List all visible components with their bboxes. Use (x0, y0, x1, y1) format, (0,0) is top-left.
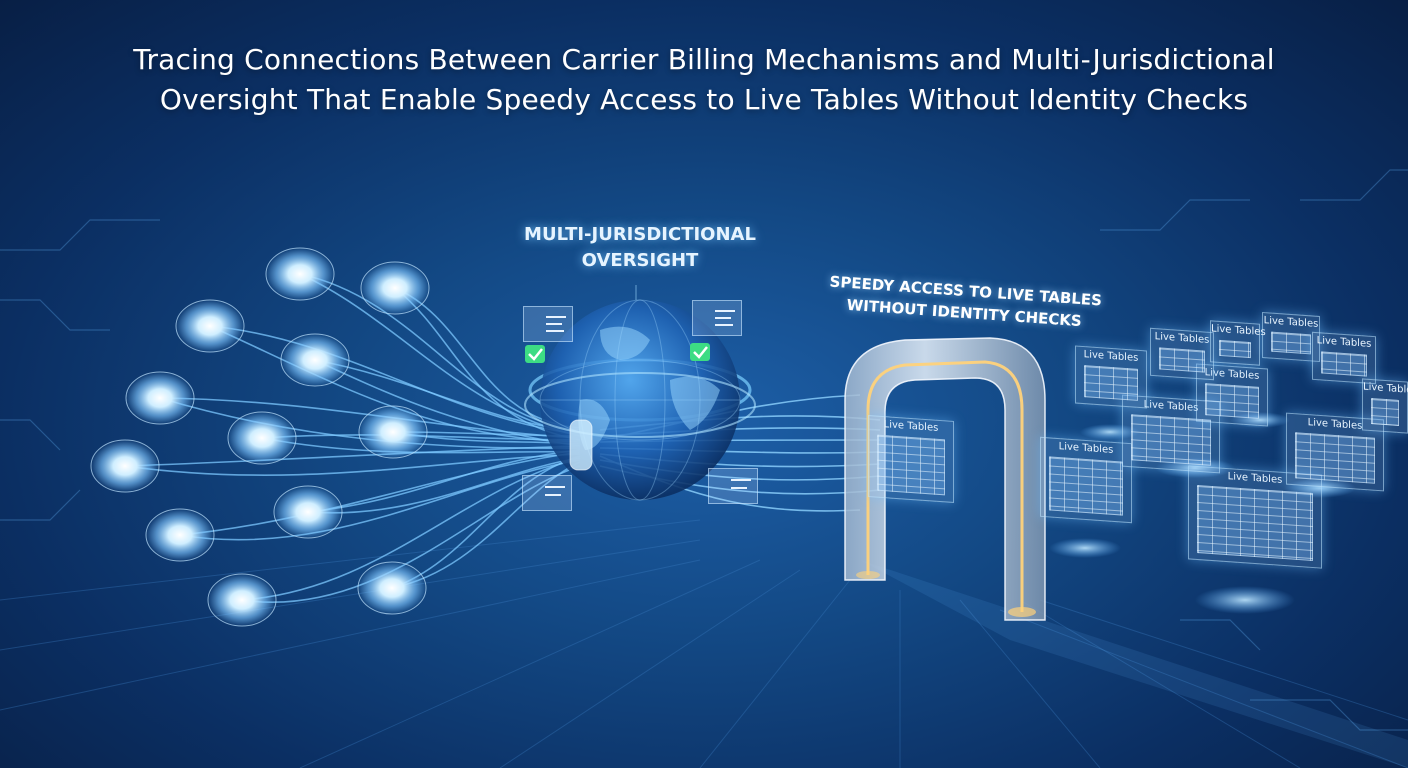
live-table-card: Live Tables (1210, 320, 1266, 366)
node-icon (273, 485, 343, 539)
bundle-clamp (569, 419, 593, 471)
check-icon (690, 343, 710, 361)
node-icon (357, 561, 427, 615)
node-icon (360, 261, 430, 315)
node-icon (265, 247, 335, 301)
table-icon (1084, 365, 1138, 401)
live-table-card: Live Tables (868, 414, 954, 504)
table-icon (1049, 456, 1123, 516)
oversight-label-line-1: MULTI-JURISDICTIONAL (524, 224, 756, 245)
table-icon (1271, 331, 1311, 355)
oversight-label: MULTI-JURISDICTIONAL OVERSIGHT (490, 222, 790, 274)
floor-grid (0, 519, 1408, 768)
node-icon (145, 508, 215, 562)
page-title-line-1: Tracing Connections Between Carrier Bill… (133, 43, 1275, 76)
node-icon (358, 405, 428, 459)
document-panel (522, 475, 572, 511)
table-icon (877, 434, 945, 496)
table-icon (1159, 347, 1205, 373)
live-table-card: Live Tables (1362, 378, 1408, 434)
circuit-traces (0, 169, 1408, 731)
node-icon (207, 573, 277, 627)
live-table-title: Live Tables (1316, 335, 1372, 350)
table-icon (1205, 383, 1259, 419)
live-table-title: Live Tables (1363, 381, 1408, 397)
live-table-card: Live Tables (1040, 436, 1132, 524)
table-icon (1219, 339, 1251, 359)
live-table-title: Live Tables (1154, 331, 1210, 346)
live-table-card: Live Tables (1075, 345, 1147, 409)
live-table-title: Live Tables (1263, 315, 1319, 330)
live-table-card: Live Tables (1150, 327, 1214, 381)
check-icon (525, 345, 545, 363)
oversight-label-line-2: OVERSIGHT (581, 250, 699, 271)
page-title-line-2: Oversight That Enable Speedy Access to L… (159, 83, 1249, 116)
scale-icon (692, 300, 742, 336)
table-icon (1197, 484, 1313, 562)
scale-icon (523, 306, 573, 342)
floor-light-path (860, 560, 1408, 768)
table-icon (1371, 398, 1399, 426)
live-table-card: Live Tables (1312, 331, 1376, 385)
document-panel (708, 468, 758, 504)
node-icon (227, 411, 297, 465)
node-icon (280, 333, 350, 387)
node-icon (175, 299, 245, 353)
node-icon (125, 371, 195, 425)
node-group (90, 247, 430, 627)
table-icon (1295, 432, 1375, 484)
spotlights (1049, 412, 1356, 614)
table-icon (1131, 414, 1211, 466)
live-table-title: Live Tables (1211, 323, 1266, 339)
page-title: Tracing Connections Between Carrier Bill… (0, 40, 1408, 120)
table-icon (1321, 351, 1367, 377)
node-icon (90, 439, 160, 493)
